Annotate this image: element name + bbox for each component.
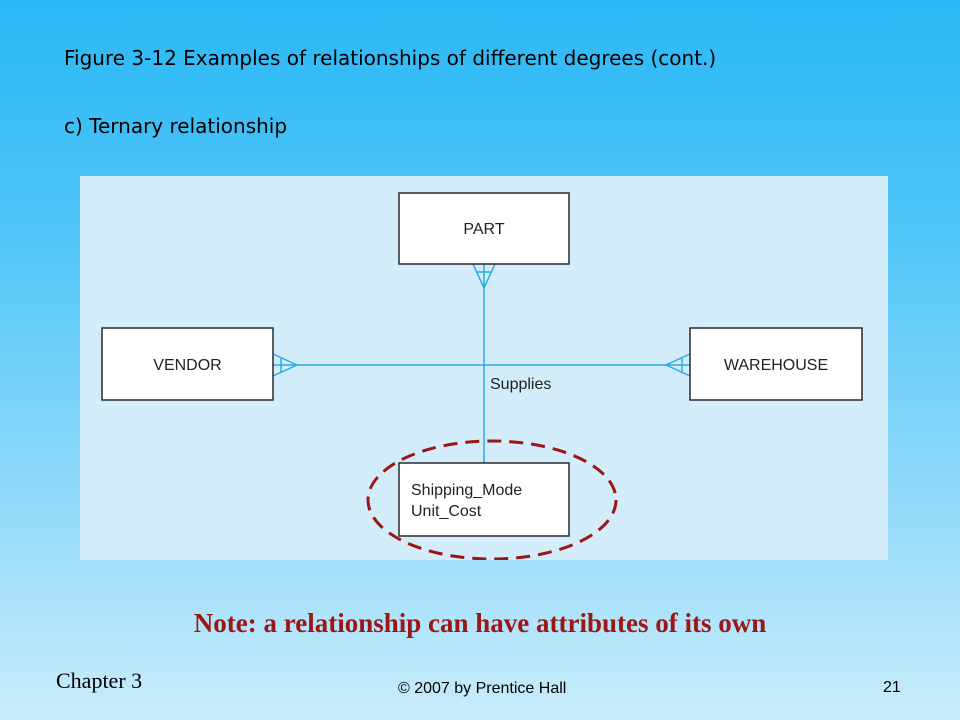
entity-part: PART [398, 192, 570, 265]
entity-vendor: VENDOR [101, 327, 274, 401]
highlight-ellipse [366, 439, 618, 560]
slide-note: Note: a relationship can have attributes… [193, 608, 767, 638]
er-diagram-panel: PART VENDOR WAREHOUSE Supplies Shipping_… [80, 176, 888, 560]
slide-title: Figure 3-12 Examples of relationships of… [64, 46, 717, 70]
entity-warehouse: WAREHOUSE [689, 327, 863, 401]
crows-foot-vendor [272, 353, 298, 377]
slide-subtitle: c) Ternary relationship [64, 114, 288, 138]
chapter-label: Chapter 3 [56, 668, 143, 693]
crows-foot-warehouse [665, 353, 691, 377]
entity-vendor-label: VENDOR [153, 357, 221, 374]
crows-foot-part [472, 263, 496, 289]
relationship-label: Supplies [490, 376, 551, 393]
attribute-shipping-mode: Shipping_Mode [411, 482, 522, 499]
page-number: 21 [883, 679, 901, 696]
er-diagram: PART VENDOR WAREHOUSE Supplies Shipping_… [101, 192, 863, 560]
entity-part-label: PART [463, 221, 504, 238]
copyright-text: © 2007 by Prentice Hall [398, 680, 567, 697]
relationship-attributes-box: Shipping_Mode Unit_Cost [398, 462, 570, 537]
entity-warehouse-label: WAREHOUSE [724, 357, 828, 374]
attribute-unit-cost: Unit_Cost [411, 503, 482, 520]
